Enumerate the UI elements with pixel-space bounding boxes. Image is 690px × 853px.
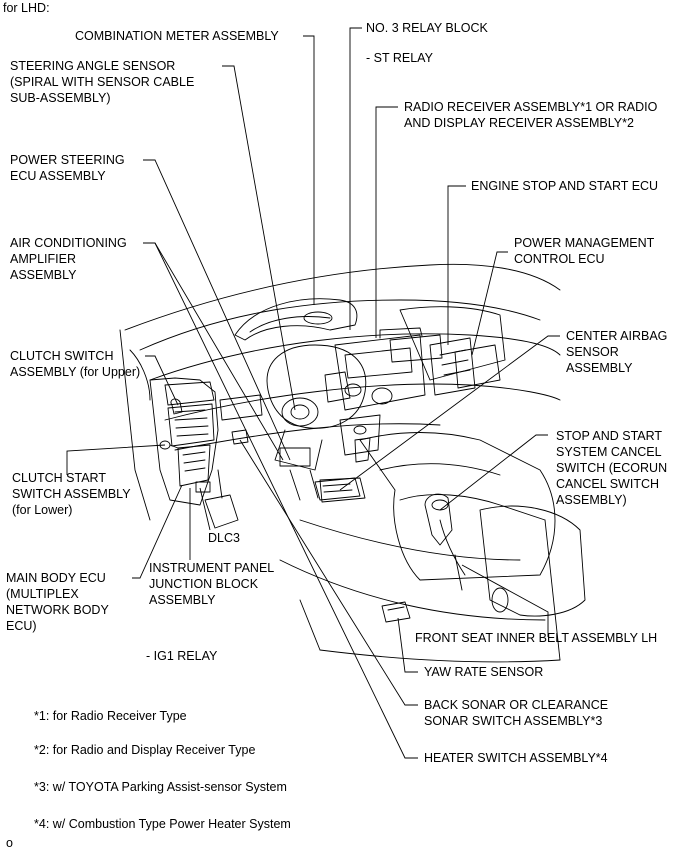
leader-steering-angle-sensor (222, 65, 296, 411)
center-stack (334, 334, 426, 411)
leader-center-airbag (339, 335, 560, 491)
airbag-sensor-shape (314, 477, 361, 501)
label-back-sonar-switch: BACK SONAR OR CLEARANCE SONAR SWITCH ASS… (424, 698, 609, 728)
leader-clutch-switch-upper (145, 355, 179, 406)
leader-radio-receiver (375, 106, 398, 338)
label-engine-stop-start-ecu: ENGINE STOP AND START ECU (471, 179, 659, 193)
label-power-steering-ecu: POWER STEERING ECU ASSEMBLY (10, 153, 125, 183)
label-radio-receiver: RADIO RECEIVER ASSEMBLY*1 OR RADIO AND D… (404, 100, 658, 130)
label-heater-switch: HEATER SWITCH ASSEMBLY*4 (424, 751, 608, 765)
leader-dlc3 (199, 487, 211, 531)
label-front-seat-inner-belt: FRONT SEAT INNER BELT ASSEMBLY LH (415, 631, 658, 645)
leader-stop-start-cancel (439, 434, 548, 511)
leader-main-body-ecu (132, 484, 183, 579)
note-3: *3: w/ TOYOTA Parking Assist-sensor Syst… (34, 780, 287, 794)
label-clutch-switch-upper: CLUTCH SWITCH ASSEMBLY (for Upper) (10, 349, 141, 379)
steering-wheel (266, 344, 367, 429)
center-console (359, 432, 556, 581)
leader-heater-switch (154, 242, 418, 759)
label-st-relay: - ST RELAY (366, 51, 433, 65)
yaw-rate-sensor-shape (381, 601, 411, 623)
left-panel (149, 377, 219, 506)
header-title: for LHD: (3, 1, 50, 15)
label-power-management-ecu: POWER MANAGEMENT CONTROL ECU (514, 236, 655, 266)
leader-front-seat-belt (461, 564, 549, 637)
meter-hood (234, 298, 358, 341)
label-clutch-start-switch-lower: CLUTCH START SWITCH ASSEMBLY (for Lower) (12, 471, 131, 517)
dash-edge-line (149, 333, 561, 381)
windshield-line (124, 263, 561, 331)
note-4: *4: w/ Combustion Type Power Heater Syst… (34, 817, 291, 831)
leader-yaw-rate-sensor (397, 617, 418, 673)
leader-back-sonar (239, 439, 418, 706)
note-1: *1: for Radio Receiver Type (34, 709, 187, 723)
leader-lines (66, 27, 560, 759)
label-combination-meter: COMBINATION METER ASSEMBLY (75, 29, 279, 43)
label-center-airbag-sensor: CENTER AIRBAG SENSOR ASSEMBLY (566, 329, 668, 375)
leader-power-management (471, 251, 508, 356)
leader-engine-stop-start (447, 185, 466, 345)
label-stop-start-cancel-switch: STOP AND START SYSTEM CANCEL SWITCH (ECO… (556, 429, 668, 507)
label-steering-angle-sensor: STEERING ANGLE SENSOR (SPIRAL WITH SENSO… (10, 59, 195, 105)
leader-power-steering-ecu (143, 159, 291, 461)
label-no3-relay-block: NO. 3 RELAY BLOCK (366, 21, 488, 35)
leader-combination-meter (303, 35, 315, 305)
dash-top-line (139, 299, 541, 351)
figure-code: o (6, 836, 13, 850)
leader-no3-relay-block (349, 27, 362, 330)
label-instrument-panel-jb: INSTRUMENT PANEL JUNCTION BLOCK ASSEMBLY (149, 561, 275, 607)
ecu-stack (429, 337, 476, 396)
seat-belt-buckle (424, 493, 453, 546)
leader-clutch-start-switch (66, 444, 166, 475)
dash-lower-face (164, 383, 561, 421)
label-main-body-ecu: MAIN BODY ECU (MULTIPLEX NETWORK BODY EC… (6, 571, 109, 633)
note-2: *2: for Radio and Display Receiver Type (34, 743, 256, 757)
label-yaw-rate-sensor: YAW RATE SENSOR (424, 665, 544, 679)
label-dlc3: DLC3 (208, 531, 240, 545)
label-air-conditioning-amplifier: AIR CONDITIONING AMPLIFIER ASSEMBLY (10, 236, 127, 282)
label-ig1-relay: - IG1 RELAY (146, 649, 218, 663)
